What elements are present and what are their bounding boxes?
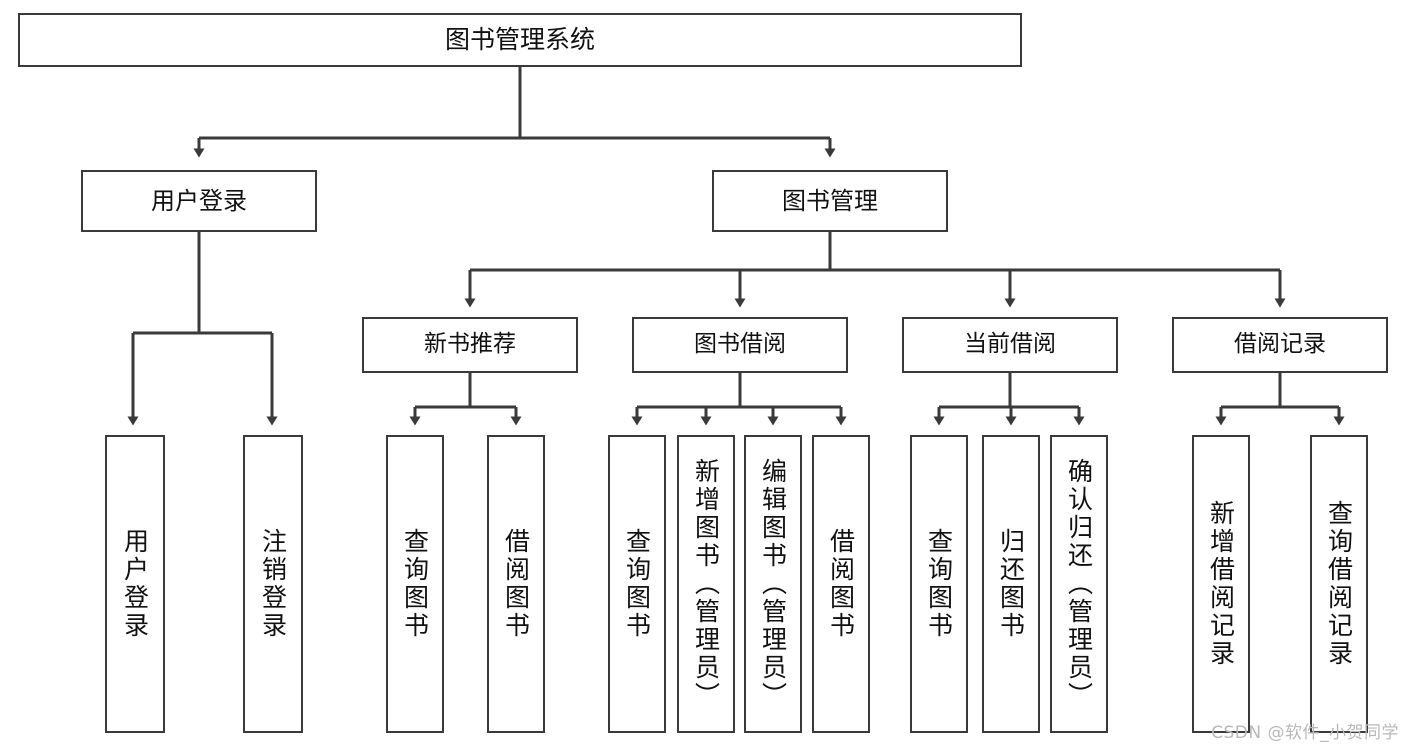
node-borrow-record[interactable]: 借阅记录	[1172, 317, 1388, 373]
node-root-label: 图书管理系统	[444, 25, 595, 54]
node-leaf-confirm-return[interactable]: 确认归还（管理员）	[1050, 435, 1108, 733]
node-book-manage[interactable]: 图书管理	[712, 170, 948, 232]
node-new-book-recommend-label: 新书推荐	[424, 331, 516, 358]
node-leaf-logout[interactable]: 注销登录	[243, 435, 303, 733]
node-leaf-confirm-return-label: 确认归还（管理员）	[1064, 458, 1094, 710]
node-book-manage-label: 图书管理	[782, 186, 878, 215]
node-leaf-query-book-2[interactable]: 查询图书	[608, 435, 666, 733]
node-leaf-logout-label: 注销登录	[258, 528, 288, 640]
node-leaf-query-record-label: 查询借阅记录	[1324, 500, 1354, 668]
node-leaf-borrow-book-1-label: 借阅图书	[501, 528, 531, 640]
node-user-login[interactable]: 用户登录	[81, 170, 317, 232]
node-borrow-record-label: 借阅记录	[1234, 331, 1326, 358]
node-user-login-label: 用户登录	[151, 186, 247, 215]
node-leaf-add-book-label: 新增图书（管理员）	[691, 458, 721, 710]
node-current-borrow-label: 当前借阅	[964, 331, 1056, 358]
node-leaf-borrow-book-1[interactable]: 借阅图书	[487, 435, 545, 733]
node-leaf-add-book[interactable]: 新增图书（管理员）	[677, 435, 735, 733]
node-leaf-query-book-3-label: 查询图书	[924, 528, 954, 640]
node-leaf-borrow-book-2[interactable]: 借阅图书	[812, 435, 870, 733]
node-current-borrow[interactable]: 当前借阅	[902, 317, 1118, 373]
node-leaf-query-book-2-label: 查询图书	[622, 528, 652, 640]
csdn-watermark: CSDN @软件_小贺同学	[1211, 723, 1399, 743]
node-root[interactable]: 图书管理系统	[18, 13, 1022, 67]
node-leaf-edit-book[interactable]: 编辑图书（管理员）	[744, 435, 802, 733]
node-leaf-edit-book-label: 编辑图书（管理员）	[758, 458, 788, 710]
node-leaf-borrow-book-2-label: 借阅图书	[826, 528, 856, 640]
node-leaf-query-book-1[interactable]: 查询图书	[386, 435, 444, 733]
node-leaf-add-record-label: 新增借阅记录	[1206, 500, 1236, 668]
node-leaf-return-book[interactable]: 归还图书	[982, 435, 1040, 733]
node-leaf-query-book-3[interactable]: 查询图书	[910, 435, 968, 733]
node-leaf-query-record[interactable]: 查询借阅记录	[1310, 435, 1368, 733]
node-leaf-add-record[interactable]: 新增借阅记录	[1192, 435, 1250, 733]
node-leaf-user-login-label: 用户登录	[120, 528, 150, 640]
node-leaf-user-login[interactable]: 用户登录	[105, 435, 165, 733]
node-leaf-query-book-1-label: 查询图书	[400, 528, 430, 640]
node-book-borrow[interactable]: 图书借阅	[632, 317, 848, 373]
node-leaf-return-book-label: 归还图书	[996, 528, 1026, 640]
node-new-book-recommend[interactable]: 新书推荐	[362, 317, 578, 373]
node-book-borrow-label: 图书借阅	[694, 331, 786, 358]
